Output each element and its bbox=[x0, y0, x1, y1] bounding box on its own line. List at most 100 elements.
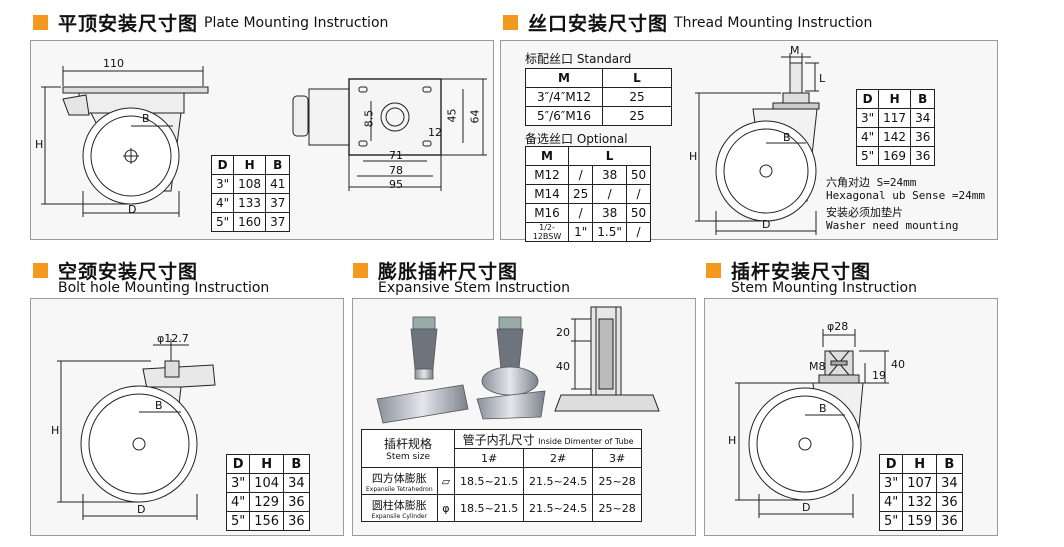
cell: 108 bbox=[233, 174, 267, 194]
cell: 36 bbox=[936, 492, 963, 512]
stem-drawing bbox=[735, 329, 889, 518]
row-zh: 圆柱体膨胀 bbox=[371, 498, 427, 512]
dim-d: D bbox=[762, 218, 771, 231]
th: H bbox=[878, 89, 912, 109]
cell: 142 bbox=[878, 127, 912, 147]
expansive-title-zh: 膨胀插杆尺寸图 bbox=[378, 261, 519, 283]
cell: 4" bbox=[225, 492, 251, 512]
optional-label: 备选丝口 Optional bbox=[525, 132, 628, 146]
th: B bbox=[283, 454, 310, 474]
dim-b: B bbox=[142, 112, 150, 125]
plate-drawing bbox=[41, 66, 487, 217]
bullet-square-icon bbox=[33, 263, 48, 278]
dim-78: 78 bbox=[389, 164, 403, 177]
cell: 36 bbox=[283, 492, 310, 512]
thread-title-zh: 丝口安装尺寸图 bbox=[528, 13, 669, 35]
cell: 37 bbox=[265, 193, 291, 213]
dim-19: 19 bbox=[872, 369, 886, 382]
col-3: 3# bbox=[592, 448, 643, 468]
cell: 25~28 bbox=[592, 494, 643, 522]
cell: 159 bbox=[902, 511, 938, 531]
cell: 21.5~24.5 bbox=[523, 494, 594, 522]
cell: 50 bbox=[625, 203, 652, 223]
bullet-square-icon bbox=[353, 263, 368, 278]
cell: 34 bbox=[283, 473, 310, 493]
dim-110: 110 bbox=[103, 57, 124, 70]
th: H bbox=[249, 454, 285, 474]
plate-title-zh: 平顶安装尺寸图 bbox=[58, 13, 199, 35]
dim-d: D bbox=[128, 203, 137, 216]
plate-title-en: Plate Mounting Instruction bbox=[204, 14, 389, 31]
cell: 1.5" bbox=[592, 222, 627, 242]
stem-title-en: Stem Mounting Instruction bbox=[731, 280, 917, 296]
stem-section bbox=[554, 306, 660, 412]
cell: 34 bbox=[936, 473, 963, 493]
dim-b: B bbox=[819, 402, 827, 415]
dim-h: H bbox=[51, 424, 60, 437]
cell: 36 bbox=[910, 146, 936, 166]
thread-title-en: Thread Mounting Instruction bbox=[674, 14, 873, 31]
cell: 50 bbox=[625, 165, 652, 185]
expansive-title-en: Expansive Stem Instruction bbox=[378, 280, 571, 296]
plate-heading: 平顶安装尺寸图 Plate Mounting Instruction bbox=[33, 9, 388, 36]
stem-photo-2 bbox=[476, 316, 546, 420]
cell: 21.5~24.5 bbox=[523, 467, 594, 495]
spec-zh: 插杆规格 bbox=[384, 437, 433, 451]
dim-95: 95 bbox=[389, 178, 403, 191]
dim-phi: φ28 bbox=[827, 320, 849, 333]
bolt-heading: 空颈安装尺寸图 bbox=[33, 257, 198, 284]
dim-l: L bbox=[819, 72, 826, 85]
bolt-drawing bbox=[57, 339, 216, 520]
note-hex-en: Hexagonal ub Sense =24mm bbox=[826, 189, 985, 202]
th: H bbox=[902, 454, 938, 474]
th: D bbox=[878, 454, 904, 474]
th: D bbox=[225, 454, 251, 474]
dim-h: H bbox=[728, 434, 737, 447]
dim-d: D bbox=[137, 503, 146, 516]
dim-b: B bbox=[783, 131, 791, 144]
dim-64: 64 bbox=[468, 109, 482, 124]
th: B bbox=[936, 454, 963, 474]
bolt-title-zh: 空颈安装尺寸图 bbox=[58, 261, 199, 283]
cell: 5" bbox=[225, 511, 251, 531]
note-hex: 六角对边 S=24mm bbox=[826, 176, 917, 189]
cell: 3" bbox=[225, 473, 251, 493]
cell: 132 bbox=[902, 492, 938, 512]
tube-zh: 管子内孔尺寸 bbox=[462, 432, 535, 447]
cell: 5" bbox=[878, 511, 904, 531]
expansive-drawing bbox=[376, 306, 660, 424]
standard-label: 标配丝口 Standard bbox=[525, 52, 632, 66]
stem-title-zh: 插杆安装尺寸图 bbox=[731, 261, 872, 283]
bullet-square-icon bbox=[706, 263, 721, 278]
cell: 18.5~21.5 bbox=[454, 467, 525, 495]
cell: 25 bbox=[602, 106, 672, 126]
dim-40: 40 bbox=[556, 360, 570, 373]
row-en: Expansile Cylinder bbox=[371, 512, 428, 520]
cell: 36 bbox=[936, 511, 963, 531]
dim-phi: φ12.7 bbox=[157, 332, 189, 345]
cell: 34 bbox=[910, 108, 936, 128]
stem-photo-1 bbox=[376, 316, 469, 424]
